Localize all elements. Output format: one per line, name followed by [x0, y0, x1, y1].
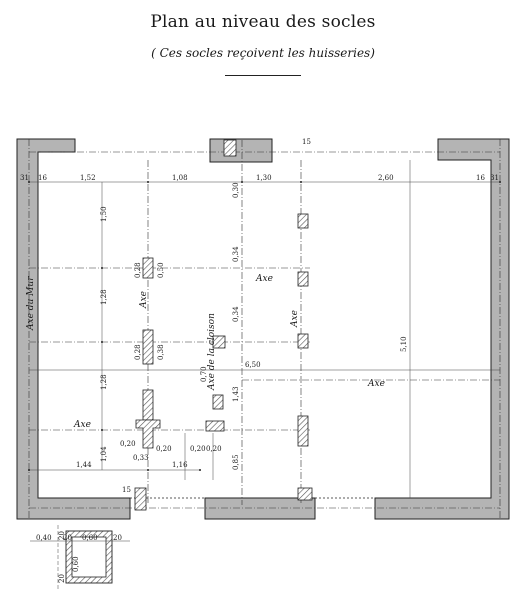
dim-cloison-6: 0,85 — [232, 454, 240, 470]
socle — [135, 419, 161, 449]
dim-detail-3: 0,33 — [133, 454, 149, 462]
axis-label-axe-1: Axe — [73, 420, 91, 430]
dim-wall-6: 15 — [302, 138, 311, 146]
inset-dim-4: 20 — [113, 534, 122, 542]
dim-detail-2: 0,20 — [190, 445, 206, 453]
axis-lines — [28, 139, 501, 519]
dim-detail-9: 0,38 — [157, 344, 165, 360]
inset-dim-1: 0,40 — [36, 534, 52, 542]
dim-cloison-4: 0,70 — [200, 366, 208, 382]
dim-total-width: 6,50 — [245, 361, 261, 369]
inset-dim-7: 20 — [58, 531, 66, 540]
socle — [297, 271, 309, 287]
inset-detail: 0,40 20 0,60 20 0,60 20 20 — [30, 525, 130, 590]
axis-label-axe-4: Axe — [290, 310, 300, 328]
socle — [142, 329, 154, 365]
dim-top-1: 1,52 — [80, 174, 96, 182]
dim-bottom-2: 1,16 — [172, 461, 188, 469]
dim-left-4: 1,04 — [100, 446, 108, 462]
dim-cloison-3: 0,34 — [232, 306, 240, 322]
socle — [297, 487, 313, 501]
axis-label-axe-3: Axe — [255, 274, 273, 284]
drawing-subtitle: ( Ces socles reçoivent les huisseries) — [151, 46, 375, 60]
wall-top-stub — [209, 138, 273, 163]
title-underline — [225, 75, 301, 76]
dim-left-1: 1,50 — [100, 206, 108, 222]
dim-detail-8: 0,50 — [157, 262, 165, 278]
axis-label-mur: Axe du Mur — [26, 276, 36, 331]
wall-left — [16, 138, 131, 520]
dim-left-2: 1,28 — [100, 289, 108, 305]
dimension-ticks — [28, 181, 501, 471]
socle — [134, 487, 147, 511]
socle — [205, 420, 225, 432]
dim-detail-5: 0,20 — [156, 445, 172, 453]
socle — [212, 394, 224, 410]
dim-wall-1: 31 — [20, 174, 29, 182]
dim-cloison-1: 0,30 — [232, 182, 240, 198]
dim-wall-5: 15 — [122, 486, 131, 494]
dim-top-2: 1,08 — [172, 174, 188, 182]
dim-top-4: 2,60 — [378, 174, 394, 182]
dim-detail-4: 0,20 — [206, 445, 222, 453]
dim-detail-6: 0,28 — [134, 262, 142, 278]
inset-dim-3: 0,60 — [82, 534, 98, 542]
wall-right — [374, 138, 510, 520]
dim-detail-1: 0,20 — [120, 440, 136, 448]
dim-cloison-5: 1,43 — [232, 386, 240, 402]
inset-dim-2: 20 — [63, 534, 72, 542]
socle — [297, 213, 309, 229]
socle — [223, 139, 237, 157]
dim-wall-3: 16 — [476, 174, 485, 182]
socle — [297, 333, 309, 349]
socle — [142, 257, 154, 279]
wall-bottom-center — [204, 497, 316, 520]
dim-wall-2: 16 — [38, 174, 47, 182]
dim-cloison-2: 0,34 — [232, 246, 240, 262]
socles — [134, 139, 313, 511]
dim-left-3: 1,28 — [100, 374, 108, 390]
inset-dim-5: 0,60 — [72, 556, 80, 572]
dim-wall-4: 31 — [490, 174, 499, 182]
dim-detail-7: 0,28 — [134, 344, 142, 360]
drawing-title: Plan au niveau des socles — [150, 12, 376, 32]
dim-bottom-1: 1,44 — [76, 461, 92, 469]
socle — [142, 389, 154, 421]
walls — [16, 138, 510, 520]
axis-label-axe-2: Axe — [139, 291, 149, 309]
socle — [212, 335, 226, 349]
inset-dim-6: 20 — [58, 574, 66, 583]
dim-total-height: 5,10 — [400, 336, 408, 352]
axis-label-cloison: Axe de la cloison — [207, 313, 217, 391]
axis-label-axe-5: Axe — [367, 379, 385, 389]
socle — [297, 415, 309, 447]
dim-top-3: 1,30 — [256, 174, 272, 182]
dimension-lines — [29, 160, 500, 498]
